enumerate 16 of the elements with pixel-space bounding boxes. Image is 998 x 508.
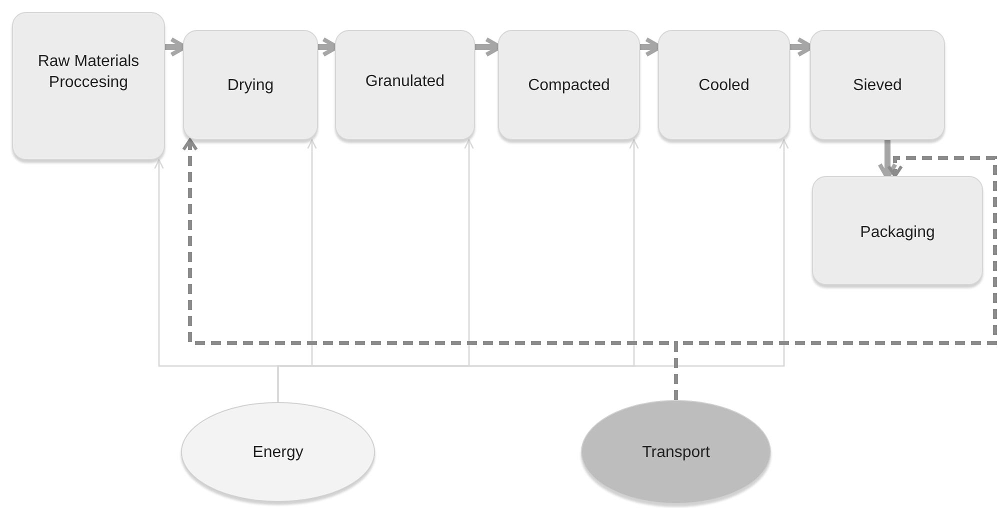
process-box: [12, 12, 165, 160]
process-box: [658, 30, 790, 140]
step-label: Raw Materials Proccesing: [36, 52, 140, 93]
step-label: Compacted: [528, 76, 610, 96]
process-box: [810, 30, 945, 140]
step-label: Energy: [252, 442, 304, 462]
step-label: Drying: [227, 76, 274, 96]
process-box: [183, 30, 318, 140]
step-label: Transport: [642, 442, 710, 462]
step-label: Packaging: [860, 223, 935, 243]
step-label: Granulated: [365, 72, 445, 92]
process-box: [498, 30, 640, 140]
step-label: Sieved: [853, 76, 902, 96]
process-box: [812, 176, 983, 285]
step-label: Cooled: [698, 76, 750, 96]
process-box: [335, 30, 475, 140]
